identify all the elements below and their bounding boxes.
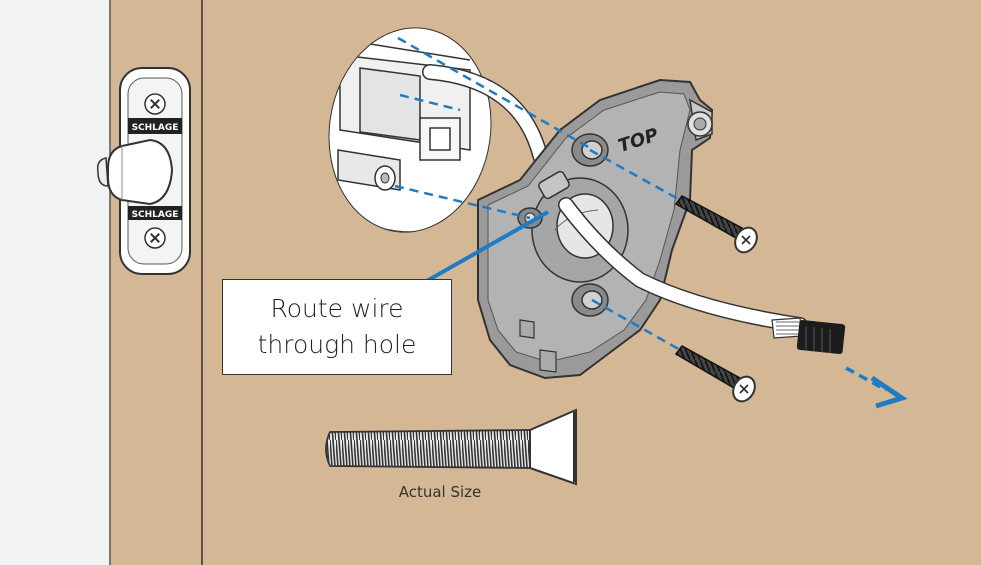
screw-icon-lower <box>674 345 756 403</box>
connector-icon <box>771 317 846 355</box>
arrow-icon <box>845 366 908 409</box>
actual-size-screw-icon <box>325 408 577 486</box>
callout-text: Route wire through hole <box>257 294 417 359</box>
wall <box>0 0 110 565</box>
latch-brand-bottom: SCHLAGE <box>132 210 179 220</box>
latch-brand-top: SCHLAGE <box>132 123 179 133</box>
latch-icon <box>96 67 191 275</box>
screw-icon <box>674 195 758 254</box>
callout-pointer <box>424 210 549 284</box>
callout-box: Route wire through hole <box>222 279 452 375</box>
actual-size-caption: Actual Size <box>398 483 482 501</box>
